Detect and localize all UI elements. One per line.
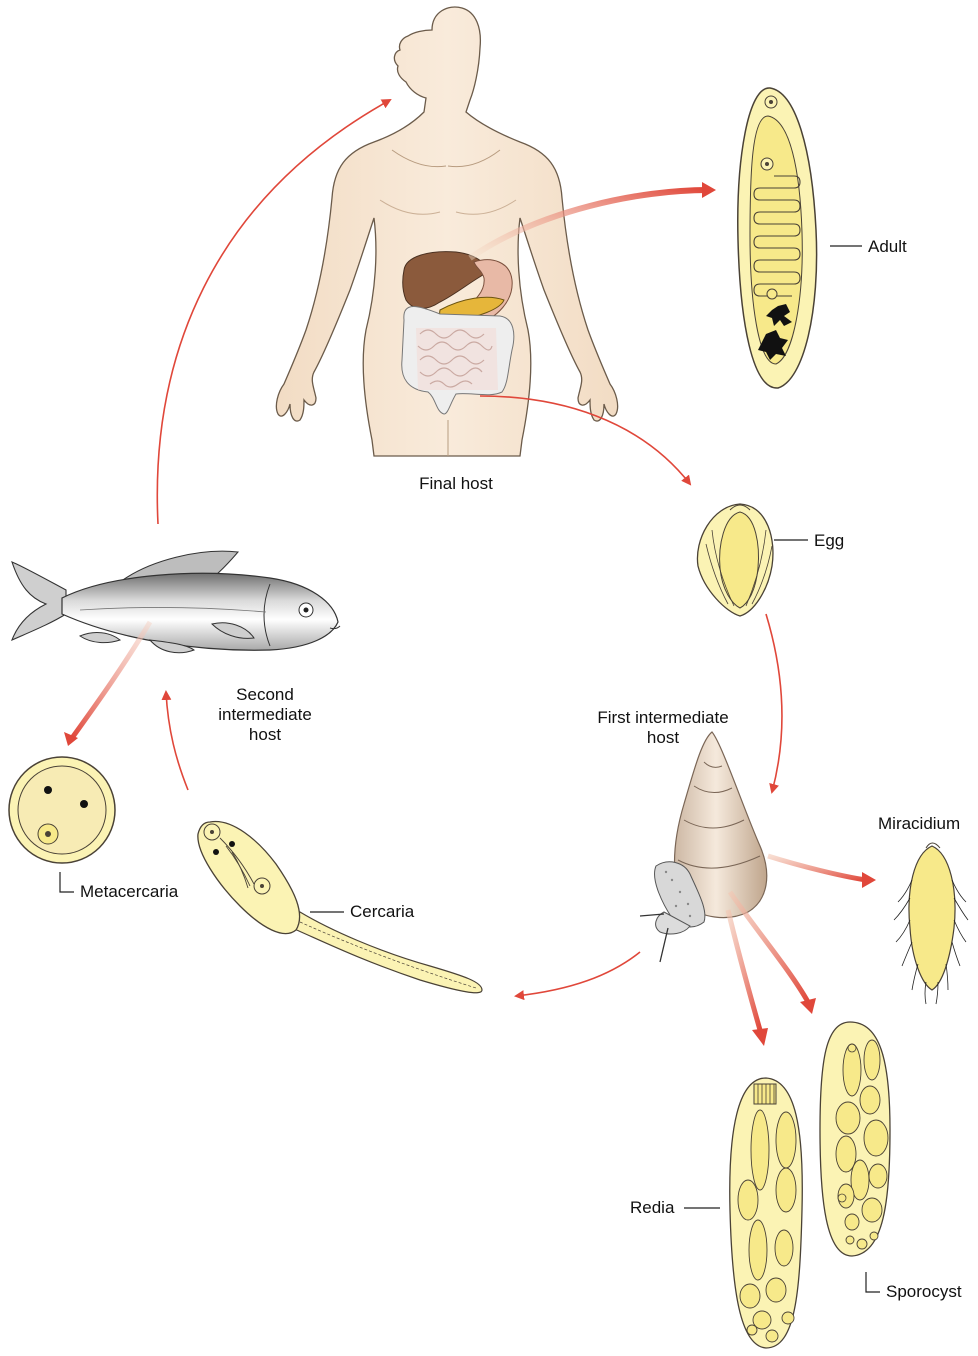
egg-label: Egg [814,531,844,551]
first-intermediate-host-label: First intermediate host [578,708,748,748]
redia-label: Redia [630,1198,674,1218]
sporocyst-leader-line [866,1272,880,1292]
metacercaria-leader-line [60,872,74,892]
second-intermediate-host-label: Second intermediate host [210,685,320,745]
miracidium-label: Miracidium [878,814,960,834]
sporocyst-illustration [820,1022,890,1256]
second-host-line-3: host [210,725,320,745]
arrow-egg-to-snail [766,614,782,792]
first-host-line-1: First intermediate [578,708,748,728]
fish-illustration [12,551,340,653]
arrow-snail-to-sporocyst [730,892,808,1002]
egg-illustration [697,504,773,616]
metacercaria-label: Metacercaria [80,882,178,902]
snail-illustration [640,732,767,962]
adult-label: Adult [868,237,907,257]
cercaria-label: Cercaria [350,902,414,922]
miracidium-illustration [894,843,968,1004]
human-final-host [276,7,617,456]
redia-illustration [730,1078,803,1348]
arrow-snail-to-cercaria [516,952,640,996]
arrow-cercaria-to-fish [166,692,188,790]
second-host-line-1: Second [210,685,320,705]
sporocyst-label: Sporocyst [886,1282,962,1302]
cercaria-illustration [198,822,482,993]
metacercaria-illustration [9,757,115,863]
adult-worm-illustration [738,88,817,388]
second-host-line-2: intermediate [210,705,320,725]
first-host-line-2: host [578,728,748,748]
final-host-label: Final host [404,474,508,494]
arrow-snail-to-miracidium [768,856,866,880]
